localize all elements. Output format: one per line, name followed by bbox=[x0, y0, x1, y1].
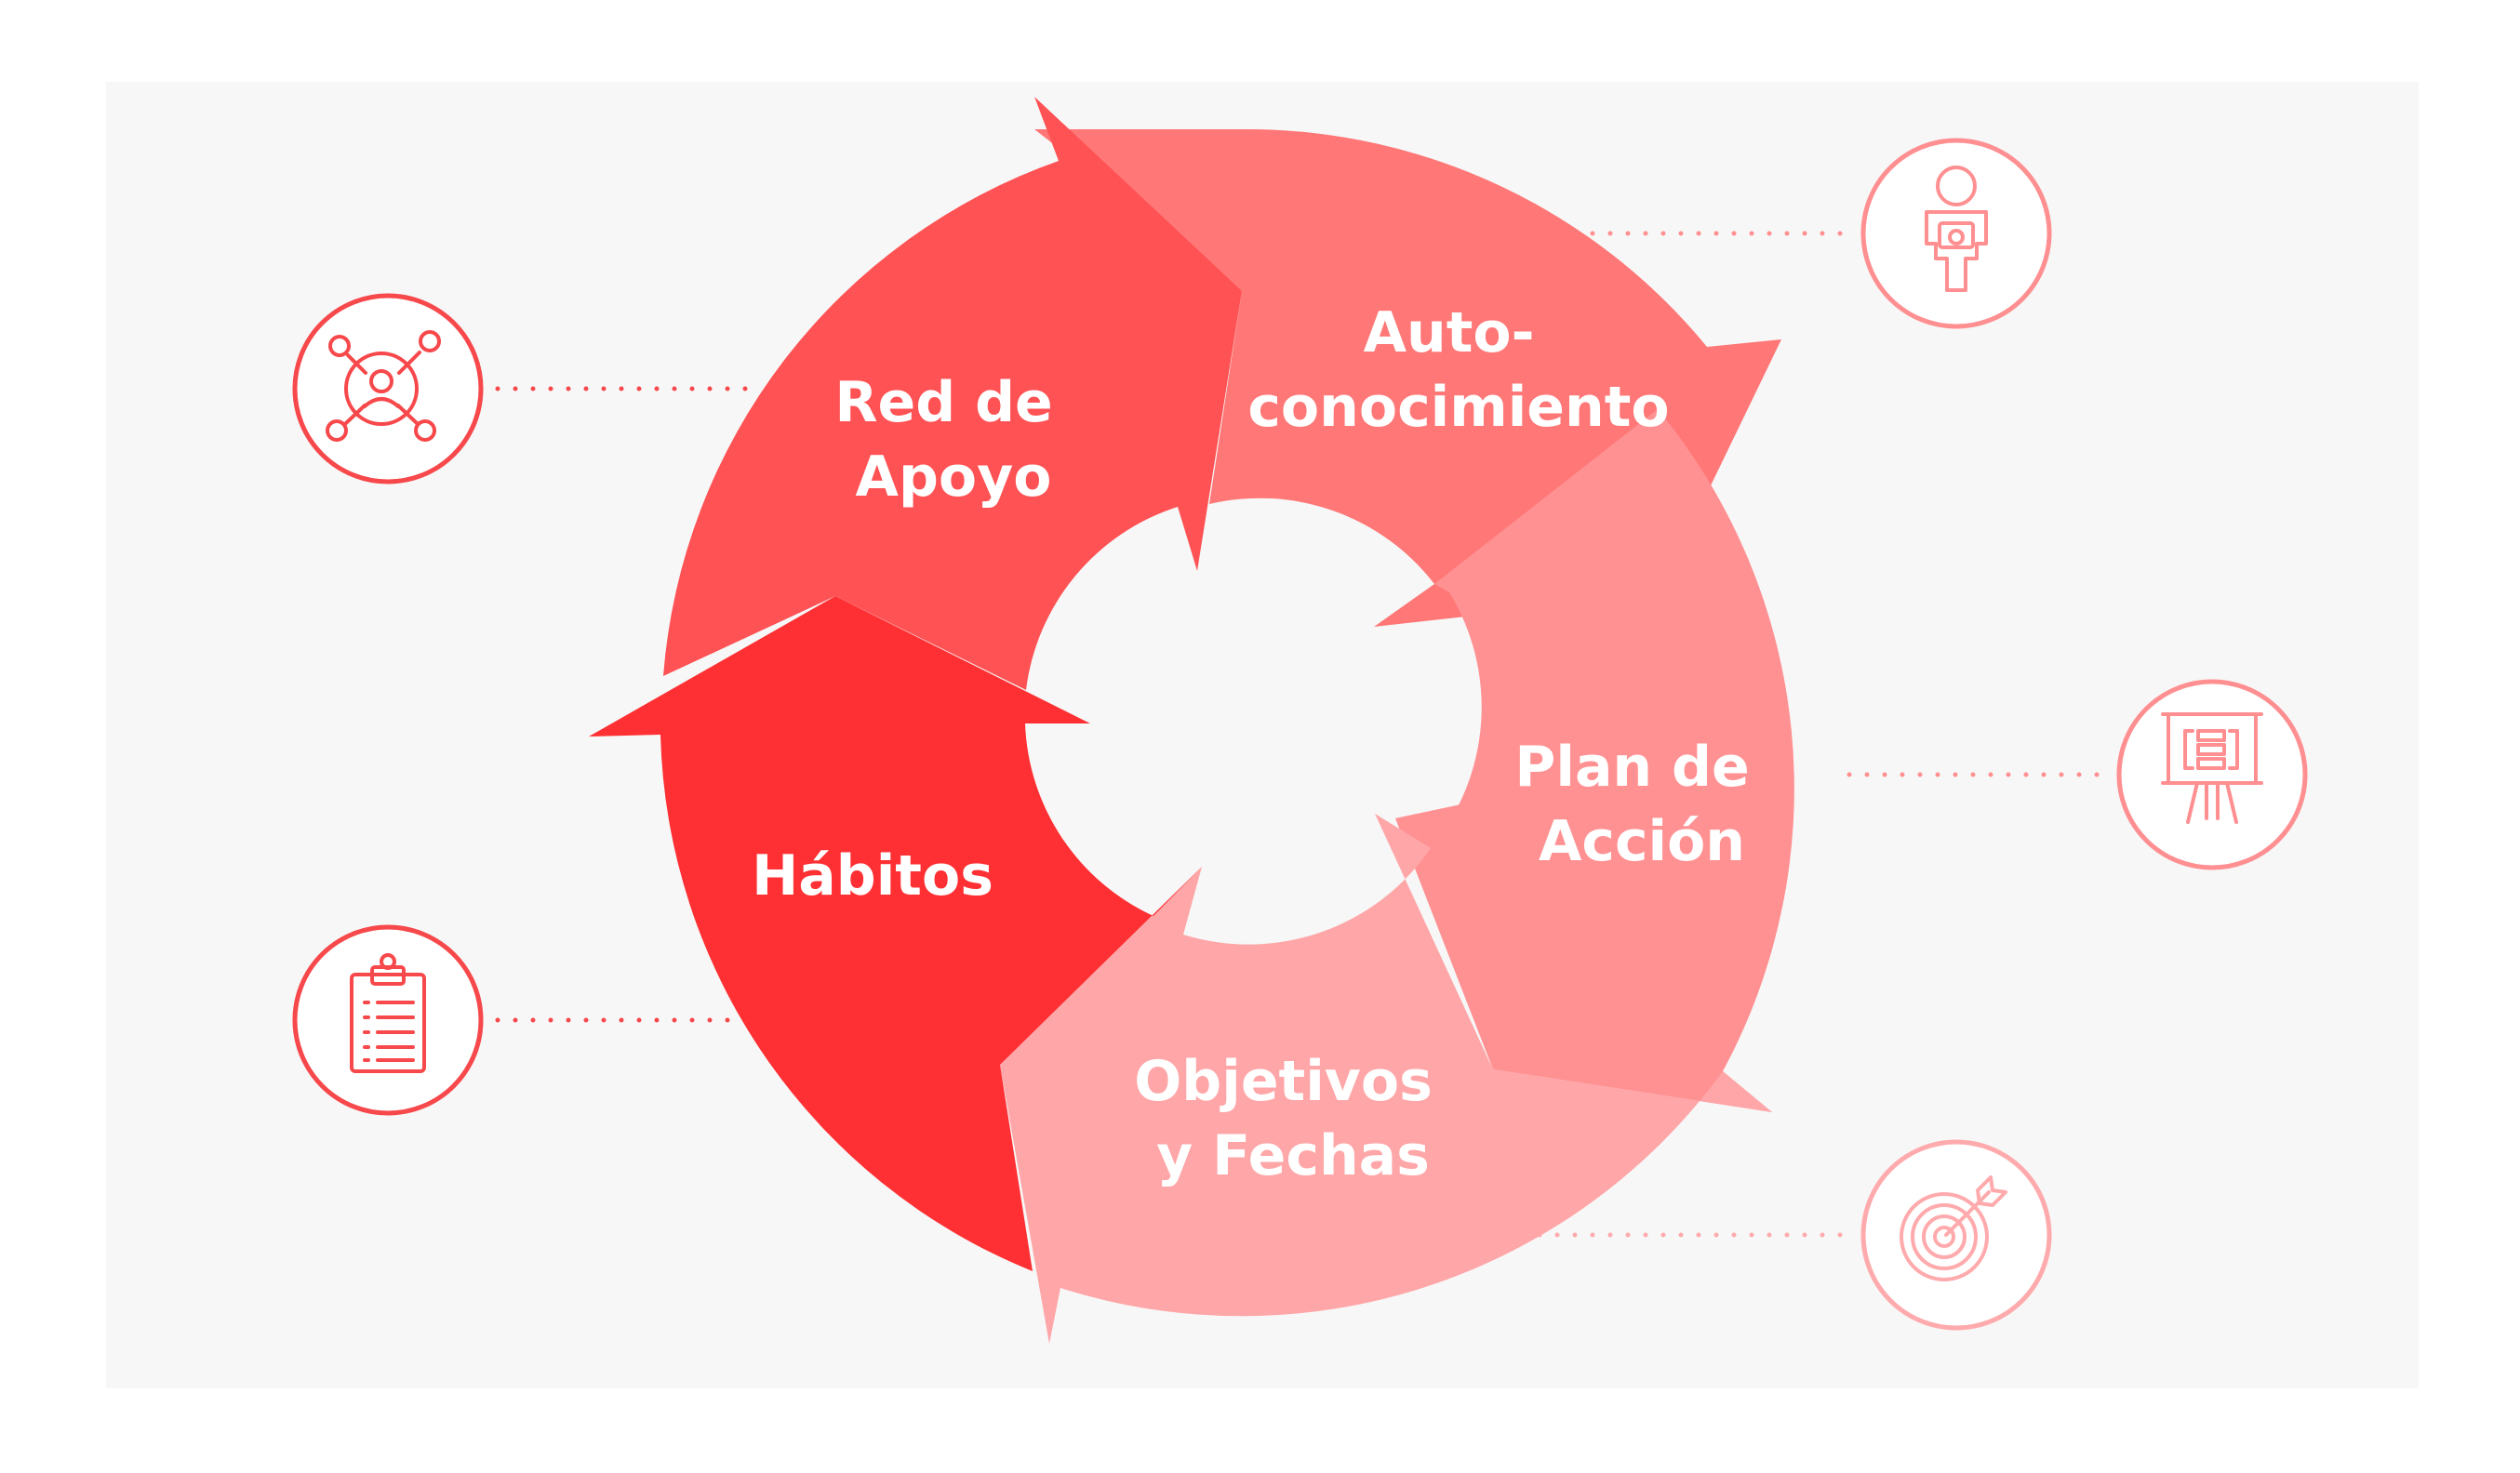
whiteboard-plan-icon bbox=[2116, 679, 2308, 870]
cycle-ring bbox=[589, 97, 1794, 1344]
segment-objetivos-y-fechas bbox=[1000, 814, 1772, 1344]
label-auto-conocimiento: Auto- conocimiento bbox=[1247, 300, 1669, 440]
network-people-icon bbox=[292, 293, 484, 484]
label-plan-de-accion: Plan de Acción bbox=[1514, 735, 1768, 874]
target-arrow-icon bbox=[1860, 1139, 2052, 1331]
label-habitos: Hábitos bbox=[752, 843, 993, 909]
clipboard-list-icon bbox=[292, 924, 484, 1116]
segment-habitos bbox=[589, 596, 1202, 1271]
segment-red-de-apoyo bbox=[663, 97, 1242, 690]
person-mirror-icon bbox=[1860, 138, 2052, 329]
connector-lines bbox=[495, 231, 2105, 1238]
label-red-de-apoyo: Red de Apoyo bbox=[834, 370, 1072, 510]
label-objetivos-y-fechas: Objetivos y Fechas bbox=[1134, 1049, 1451, 1188]
segment-plan-de-accion bbox=[1395, 409, 1794, 1112]
segment-labels: Red de Apoyo Auto- conocimiento Plan de … bbox=[752, 300, 1768, 1188]
